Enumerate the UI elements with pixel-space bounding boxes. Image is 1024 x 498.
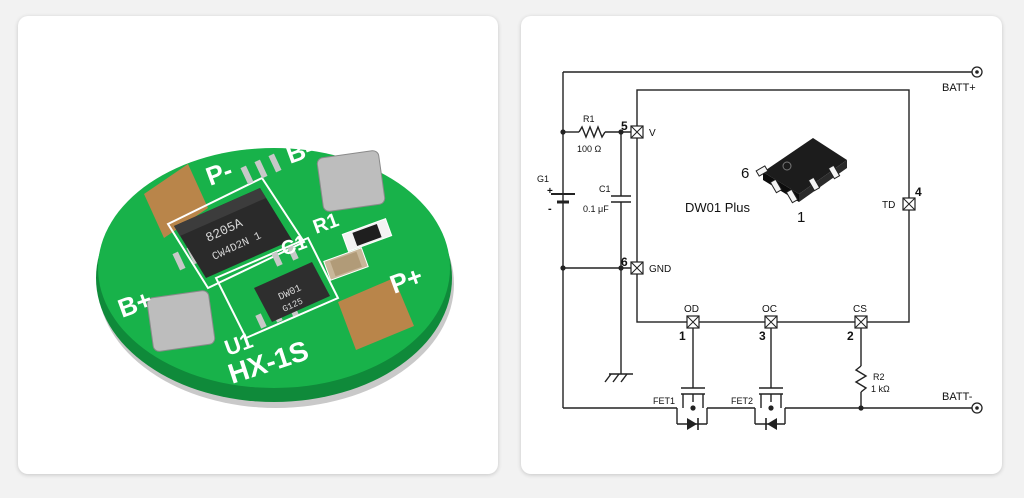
metal-tab-b-plus [146,290,216,352]
silk-outline-chip2 [214,236,340,340]
diode-fet2 [767,418,777,430]
label-pin2-name: CS [853,304,867,315]
ground-hatch-1 [604,373,612,383]
label-g1-name: G1 [537,174,549,184]
smd-resistor-r1 [341,218,393,252]
silk-outline-chip1 [166,176,306,290]
label-pin1-name: OD [684,304,699,315]
label-pin6-number: 6 [621,255,628,269]
label-c1-name: C1 [599,184,611,194]
mosfet-fet1 [676,387,708,425]
label-pin2-number: 2 [847,329,854,343]
label-pin4-number: 4 [915,185,922,199]
resistor-r1 [578,125,606,139]
label-fet1-name: FET1 [653,396,675,406]
label-batt-plus: BATT+ [942,82,976,94]
label-pin4-name: TD [882,200,895,211]
label-package-pin1: 1 [797,209,805,226]
label-package-pin6: 6 [741,165,749,182]
battery-g1 [551,193,575,204]
label-pin1-number: 1 [679,329,686,343]
label-r1-value: 100 Ω [577,144,602,154]
diode-fet1 [687,418,697,430]
smd-capacitor-c1 [323,247,369,281]
schematic-panel: BATT+ BATT- R1 100 Ω C1 0.1 μF G1 + - 5 … [521,16,1002,474]
copper-pad-p-minus [144,164,208,238]
label-g1-minus: - [548,203,552,215]
pcb-photo-panel: 8205A CW4D2N 1 DW01 G125 P- B- B+ [18,16,498,474]
sot23-6-package-icon [755,138,847,204]
label-r2-value: 1 kΩ [871,384,890,394]
pcb-illustration: 8205A CW4D2N 1 DW01 G125 P- B- B+ [96,132,454,408]
ground-hatch-3 [620,373,628,383]
ic-box [636,89,910,323]
label-r2-name: R2 [873,372,885,382]
label-r1-name: R1 [583,114,595,124]
metal-tab-b-minus [316,150,386,212]
terminal-batt-plus [971,66,983,78]
label-pin5-name: V [649,128,656,139]
label-pin6-name: GND [649,264,671,275]
label-pin3-number: 3 [759,329,766,343]
chip-dw01 [254,245,330,329]
label-pin3-name: OC [762,304,777,315]
label-pin5-number: 5 [621,119,628,133]
resistor-r2 [854,365,868,393]
schematic-diagram: BATT+ BATT- R1 100 Ω C1 0.1 μF G1 + - 5 … [537,66,983,430]
label-g1-plus: + [547,186,553,197]
label-ic-name: DW01 Plus [685,200,751,215]
ground-hatch-2 [612,373,620,383]
label-c1-value: 0.1 μF [583,204,609,214]
copper-pad-p-plus [338,278,414,350]
terminal-batt-minus [971,402,983,414]
label-batt-minus: BATT- [942,391,973,403]
chip-8205a [172,153,292,278]
label-fet2-name: FET2 [731,396,753,406]
